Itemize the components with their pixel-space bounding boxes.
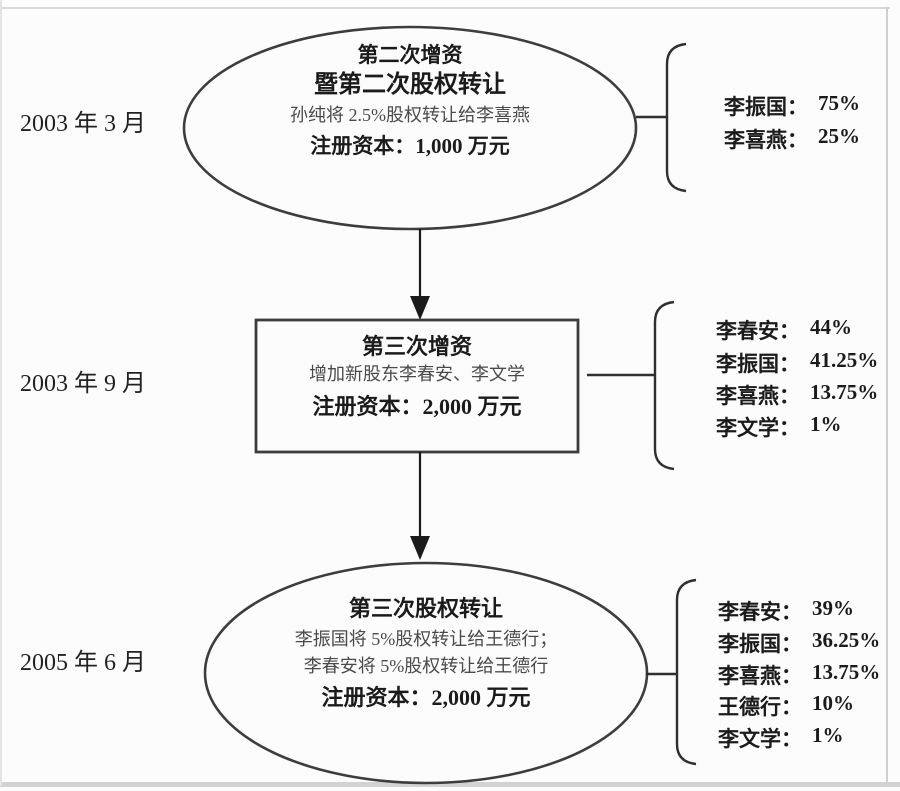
stage2-title-line1: 第三次增资 (361, 334, 473, 359)
stage2-bracket (653, 300, 675, 471)
stage2-shareholder-row: 李喜燕： 13.75% (716, 380, 878, 410)
stage1-shareholder-row: 李喜燕： 25% (724, 124, 860, 154)
arrow1-head-icon (410, 296, 430, 320)
stage3-date-label: 2005 年 6 月 (20, 650, 146, 676)
stage3-shareholder-row: 李春安： 39% (718, 596, 854, 626)
frame-bottom-edge (0, 782, 900, 787)
stage1-bracket (665, 42, 687, 193)
shareholder-name: 李振国： (716, 352, 800, 376)
stage2-shareholder-row: 李文学： 1% (716, 412, 842, 442)
shareholder-percent: 75% (818, 91, 860, 115)
shareholder-name: 李振国： (724, 95, 808, 119)
shareholder-name: 李文学： (716, 416, 800, 440)
stage3-shareholder-row: 李文学： 1% (718, 723, 844, 753)
stage1-ellipse-shape (182, 25, 638, 231)
shareholder-name: 李喜燕： (718, 664, 802, 688)
shareholder-percent: 44% (810, 315, 852, 339)
shareholder-name: 李振国： (718, 632, 802, 656)
stage2-capital-line: 注册资本：2,000 万元 (312, 394, 522, 419)
stage2-shareholder-row: 李春安： 44% (716, 315, 852, 345)
shareholder-percent: 13.75% (810, 380, 879, 404)
stage2-detail-line: 增加新股东李春安、李文学 (309, 364, 525, 384)
shareholder-name: 李春安： (716, 319, 800, 343)
stage1-date-label: 2003 年 3 月 (20, 111, 146, 137)
stage3-bracket (675, 578, 697, 766)
shareholder-name: 李春安： (718, 600, 802, 624)
stage1-title-line2: 暨第二次股权转让 (314, 72, 506, 98)
shareholder-name: 李喜燕： (724, 128, 808, 152)
stage3-shareholder-row: 王德行： 10% (718, 691, 854, 721)
stage3-title-line1: 第三次股权转让 (348, 596, 504, 621)
shareholder-percent: 1% (812, 723, 844, 747)
stage3-shareholder-row: 李振国： 36.25% (718, 628, 880, 658)
shareholder-name: 李喜燕： (716, 384, 800, 408)
shareholder-percent: 10% (812, 691, 854, 715)
shareholder-name: 李文学： (718, 727, 802, 751)
shareholder-name: 王德行： (718, 695, 802, 719)
frame-left-edge (0, 0, 2, 786)
shareholder-percent: 41.25% (810, 348, 879, 372)
stage3-shareholder-row: 李喜燕： 13.75% (718, 660, 880, 690)
stage3-detail-line1: 李振国将 5%股权转让给王德行； (294, 629, 558, 649)
stage1-title-line1: 第二次增资 (357, 43, 463, 67)
stage3-capital-line: 注册资本：2,000 万元 (321, 685, 531, 710)
stage3-detail-line2: 李春安将 5%股权转让给王德行 (303, 656, 549, 676)
stage2-date-label: 2003 年 9 月 (20, 371, 146, 397)
frame-right-edge (886, 7, 888, 786)
stage1-capital-line: 注册资本：1,000 万元 (310, 134, 510, 158)
shareholder-percent: 13.75% (812, 660, 881, 684)
shareholder-percent: 36.25% (812, 628, 881, 652)
shareholder-percent: 1% (810, 412, 842, 436)
stage1-shareholder-row: 李振国： 75% (724, 91, 860, 121)
stage2-shareholder-row: 李振国： 41.25% (716, 348, 878, 378)
shareholder-percent: 39% (812, 596, 854, 620)
arrow2-head-icon (410, 536, 430, 560)
shareholder-percent: 25% (818, 124, 860, 148)
stage2-rectangle-shape (254, 318, 580, 454)
frame-top-edge (0, 7, 890, 9)
stage1-detail-line: 孙纯将 2.5%股权转让给李喜燕 (290, 105, 530, 125)
